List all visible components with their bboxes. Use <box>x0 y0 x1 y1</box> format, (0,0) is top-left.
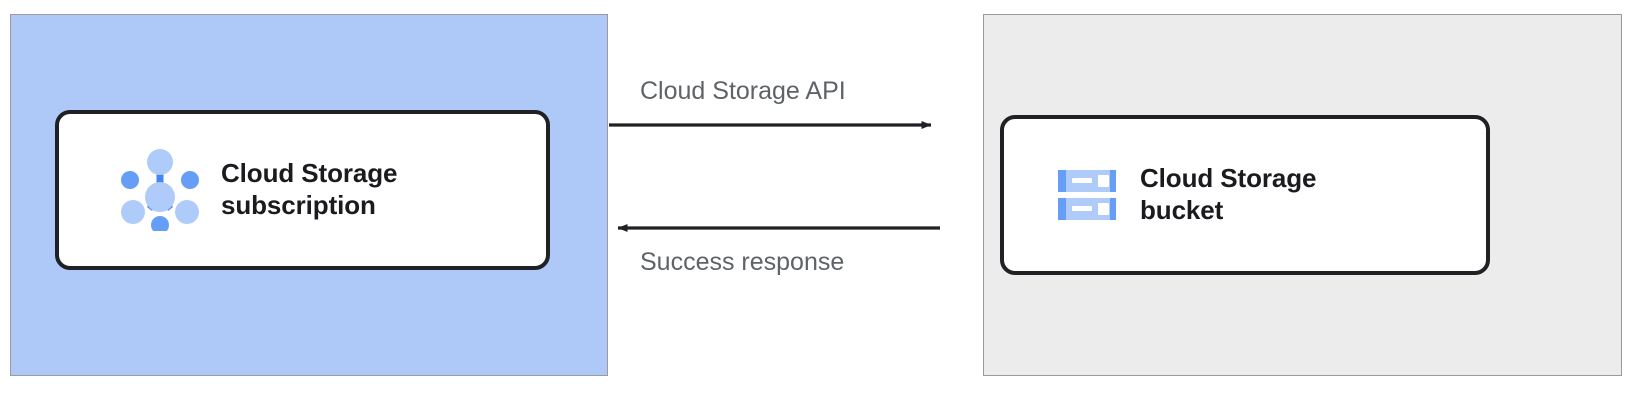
cloud-storage-bucket-node[interactable]: Cloud Storage bucket <box>1000 115 1490 275</box>
cloud-storage-subscription-node[interactable]: Cloud Storage subscription <box>55 110 550 270</box>
request-arrow-label: Cloud Storage API <box>640 77 846 105</box>
bucket-node-label: Cloud Storage bucket <box>1140 163 1317 225</box>
response-arrow-label: Success response <box>640 248 845 276</box>
cloud-storage-bucket-icon <box>1056 164 1118 226</box>
pubsub-subscription-icon <box>121 149 199 231</box>
subscription-node-label: Cloud Storage subscription <box>221 158 398 220</box>
